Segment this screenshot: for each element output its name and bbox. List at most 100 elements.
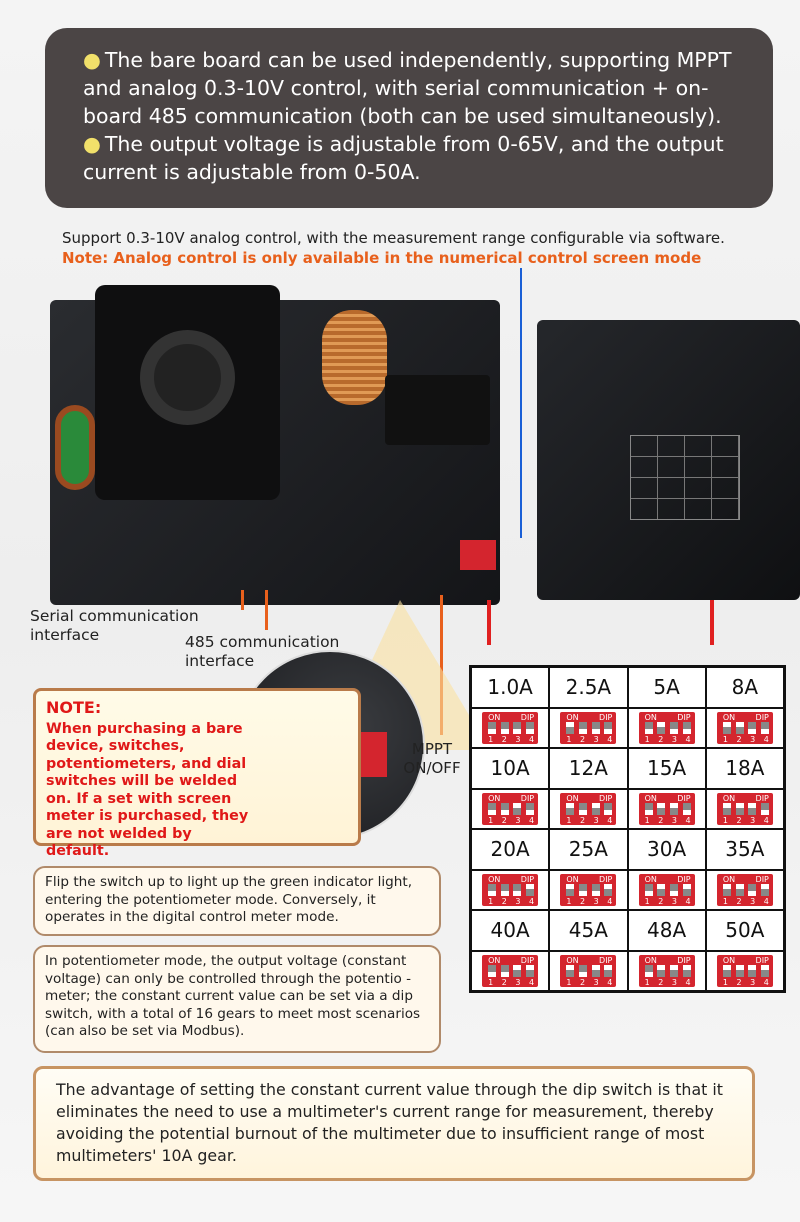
current-label: 30A (627, 829, 706, 870)
dip-on-label: ON (488, 955, 501, 965)
dip-number: 3 (750, 977, 756, 987)
dip-toggle (604, 883, 613, 896)
rs485-pointer (265, 590, 268, 630)
rs485-label: 485 communication interface (185, 633, 340, 670)
dip-number: 1 (566, 734, 572, 744)
dip-number: 4 (763, 977, 769, 987)
dip-toggle (513, 883, 522, 896)
dip-number: 3 (750, 896, 756, 906)
dip-label: DIP (755, 793, 769, 803)
serial-label: Serial communication interface (30, 607, 199, 644)
current-label: 5A (627, 667, 706, 708)
green-inductor (55, 405, 95, 490)
info-potentiometer-mode: In potentiometer mode, the output voltag… (33, 945, 441, 1053)
current-label: 45A (549, 910, 628, 951)
current-label: 10A (471, 748, 550, 789)
dip-number: 4 (607, 815, 613, 825)
dip-number: 3 (515, 977, 521, 987)
dip-number: 1 (644, 977, 650, 987)
dip-toggle (669, 883, 678, 896)
pointer-line (520, 268, 522, 538)
bullet-2: ●The output voltage is adjustable from 0… (83, 132, 724, 184)
dip-number: 1 (722, 734, 728, 744)
dip-number: 4 (607, 896, 613, 906)
dip-toggle (644, 964, 653, 977)
dip-on-label: ON (722, 955, 736, 965)
dip-on-label: ON (644, 793, 657, 803)
dip-number: 4 (685, 896, 691, 906)
dip-toggle (735, 721, 744, 734)
dip-label: DIP (677, 955, 691, 965)
dip-on-label: ON (644, 955, 657, 965)
dip-label: DIP (755, 955, 769, 965)
dip-toggle (735, 802, 744, 815)
dip-toggle (500, 802, 509, 815)
dip-toggle (644, 721, 653, 734)
dip-on-label: ON (488, 793, 501, 803)
dip-toggle (669, 964, 678, 977)
dip-toggle (591, 964, 600, 977)
dip-on-label: ON (566, 712, 579, 722)
dip-toggle (748, 721, 757, 734)
dip-number: 2 (501, 734, 507, 744)
dip-number: 2 (658, 734, 664, 744)
current-label: 35A (705, 829, 784, 870)
dip-number: 2 (736, 977, 742, 987)
dip-number: 2 (501, 815, 507, 825)
dip-toggle (591, 721, 600, 734)
dip-toggle (526, 883, 535, 896)
dip-toggle (657, 802, 666, 815)
dip-number: 3 (671, 815, 677, 825)
dip-toggle (760, 802, 769, 815)
dip-number: 4 (529, 815, 535, 825)
dip-number: 1 (722, 815, 728, 825)
dip-toggle (604, 964, 613, 977)
dip-toggle (604, 721, 613, 734)
dip-number: 2 (501, 977, 507, 987)
dip-toggle (682, 883, 691, 896)
dip-number: 2 (580, 815, 586, 825)
dip-label: DIP (599, 955, 613, 965)
dip-number: 4 (763, 896, 769, 906)
note-title: NOTE: (46, 698, 102, 717)
dip-toggle (566, 721, 575, 734)
dip-number: 3 (671, 977, 677, 987)
dip-label: DIP (599, 874, 613, 884)
dip-toggle (669, 721, 678, 734)
caption-note: Note: Analog control is only available i… (62, 249, 702, 267)
dip-label: DIP (520, 793, 535, 803)
mppt-label: MPPT ON/OFF (403, 740, 461, 777)
dip-label: DIP (755, 712, 769, 722)
dip-toggle (644, 802, 653, 815)
dip-number: 4 (607, 734, 613, 744)
dip-number: 1 (488, 815, 494, 825)
dip-on-label: ON (644, 712, 657, 722)
dip-toggle (488, 721, 497, 734)
dip-number: 4 (529, 896, 535, 906)
current-label: 15A (627, 748, 706, 789)
dip-number: 4 (763, 734, 769, 744)
dip-number: 4 (685, 977, 691, 987)
dip-on-label: ON (488, 712, 501, 722)
dip-number: 3 (671, 734, 677, 744)
dip-toggle (748, 802, 757, 815)
dip-on-label: ON (722, 874, 736, 884)
current-label: 25A (549, 829, 628, 870)
dip-toggle (579, 721, 588, 734)
dip-label: DIP (520, 955, 535, 965)
dip-number: 2 (658, 896, 664, 906)
arrow-down-right (710, 600, 714, 645)
